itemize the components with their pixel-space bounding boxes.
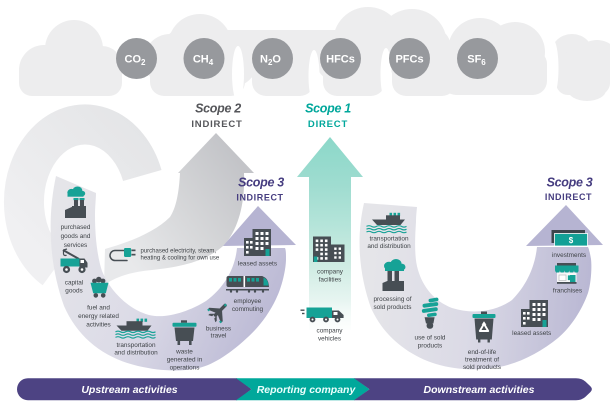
svg-text:Downstream activities: Downstream activities [424,384,535,396]
svg-text:Scope 2: Scope 2 [195,102,241,116]
svg-text:$: $ [569,236,574,245]
svg-text:DIRECT: DIRECT [308,119,348,130]
svg-text:Reporting company: Reporting company [257,384,357,396]
svg-text:Scope 3: Scope 3 [238,176,284,190]
svg-text:INDIRECT: INDIRECT [236,193,283,203]
svg-text:N2O: N2O [260,54,281,68]
svg-text:CO2: CO2 [125,54,147,68]
svg-text:investments: investments [552,252,586,259]
svg-text:HFCs: HFCs [326,54,355,66]
svg-text:INDIRECT: INDIRECT [545,192,592,202]
svg-text:franchises: franchises [553,288,582,295]
svg-text:PFCs: PFCs [395,54,423,66]
svg-text:Upstream activities: Upstream activities [81,384,177,396]
svg-text:Scope 3: Scope 3 [547,176,593,190]
svg-text:leased assets: leased assets [512,330,551,337]
svg-text:CH4: CH4 [193,54,214,68]
svg-text:purchased electricity, steam,h: purchased electricity, steam,heating & c… [141,249,220,262]
svg-text:leased assets: leased assets [238,261,277,268]
svg-text:INDIRECT: INDIRECT [191,119,242,130]
svg-text:Scope 1: Scope 1 [305,102,351,116]
